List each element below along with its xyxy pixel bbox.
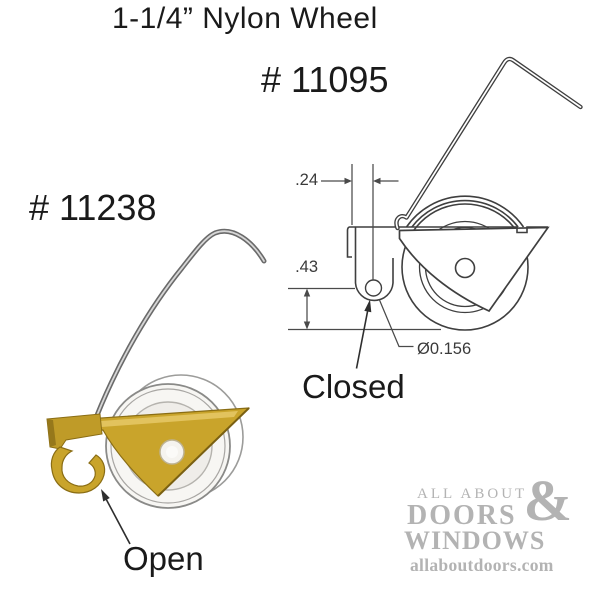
- part-number-closed: # 11095: [261, 59, 389, 100]
- dimension-offset-label: .24: [295, 171, 318, 189]
- page-title: 1-1/4” Nylon Wheel: [112, 2, 378, 35]
- logo-website: allaboutdoors.com: [410, 555, 554, 575]
- roller-housing: [46, 407, 250, 497]
- housing-bracket: [346, 226, 550, 313]
- open-arrow-icon: [101, 489, 131, 545]
- open-state-label: Open: [123, 540, 204, 577]
- spring-arm: [89, 228, 267, 431]
- logo-line-doors: DOORS: [407, 500, 517, 531]
- axle-hole: [454, 257, 476, 279]
- open-hook: [50, 446, 106, 494]
- part-number-open: # 11238: [29, 187, 157, 228]
- dimension-height-label: .43: [295, 258, 318, 276]
- closed-hook: [354, 227, 394, 302]
- closed-roller-drawing: [288, 56, 583, 369]
- brand-logo: ALL ABOUT & DOORS WINDOWS allaboutdoors.…: [404, 472, 572, 576]
- closed-state-label: Closed: [302, 368, 405, 405]
- open-roller-illustration: [46, 228, 267, 545]
- logo-line-all-about: ALL ABOUT: [417, 486, 528, 502]
- logo-ampersand: &: [523, 468, 572, 533]
- logo-line-windows: WINDOWS: [404, 526, 546, 555]
- hook-pin-hole: [364, 279, 383, 297]
- dimension-hole-diameter-label: Ø0.156: [417, 340, 472, 358]
- closed-arrow-icon: [355, 299, 372, 369]
- spring-arm: [394, 56, 583, 231]
